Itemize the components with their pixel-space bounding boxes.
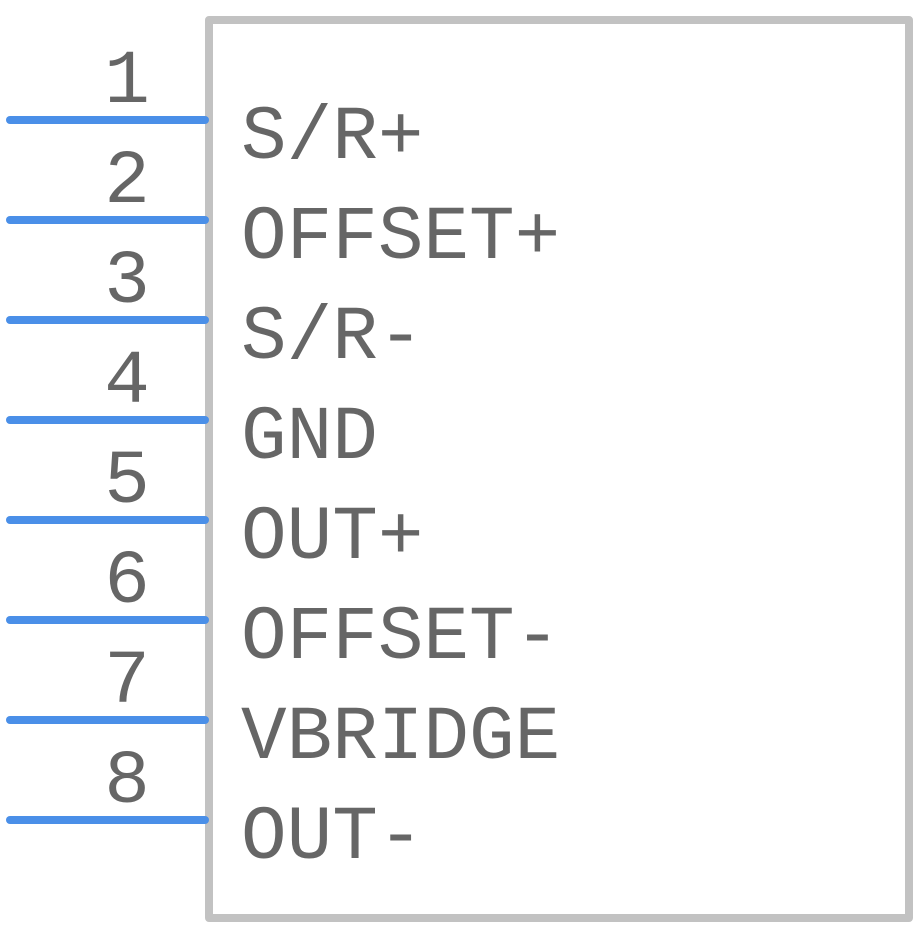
pin-5-number: 5 (104, 439, 150, 525)
pin-4-number: 4 (104, 339, 150, 425)
pin-1-label: S/R+ (241, 95, 423, 181)
pin-4-label: GND (241, 395, 378, 481)
pin-6-number: 6 (104, 539, 150, 625)
pin-5-label: OUT+ (241, 495, 423, 581)
pin-2-number: 2 (104, 139, 150, 225)
pin-6-label: OFFSET- (241, 595, 560, 681)
pin-1-number: 1 (104, 39, 150, 125)
pin-7-label: VBRIDGE (241, 695, 560, 781)
component-body (205, 16, 913, 922)
pin-3-number: 3 (104, 239, 150, 325)
pin-3-label: S/R- (241, 295, 423, 381)
pin-7-number: 7 (104, 639, 150, 725)
pin-8-label: OUT- (241, 795, 423, 881)
pin-8-number: 8 (104, 739, 150, 825)
pin-2-label: OFFSET+ (241, 195, 560, 281)
